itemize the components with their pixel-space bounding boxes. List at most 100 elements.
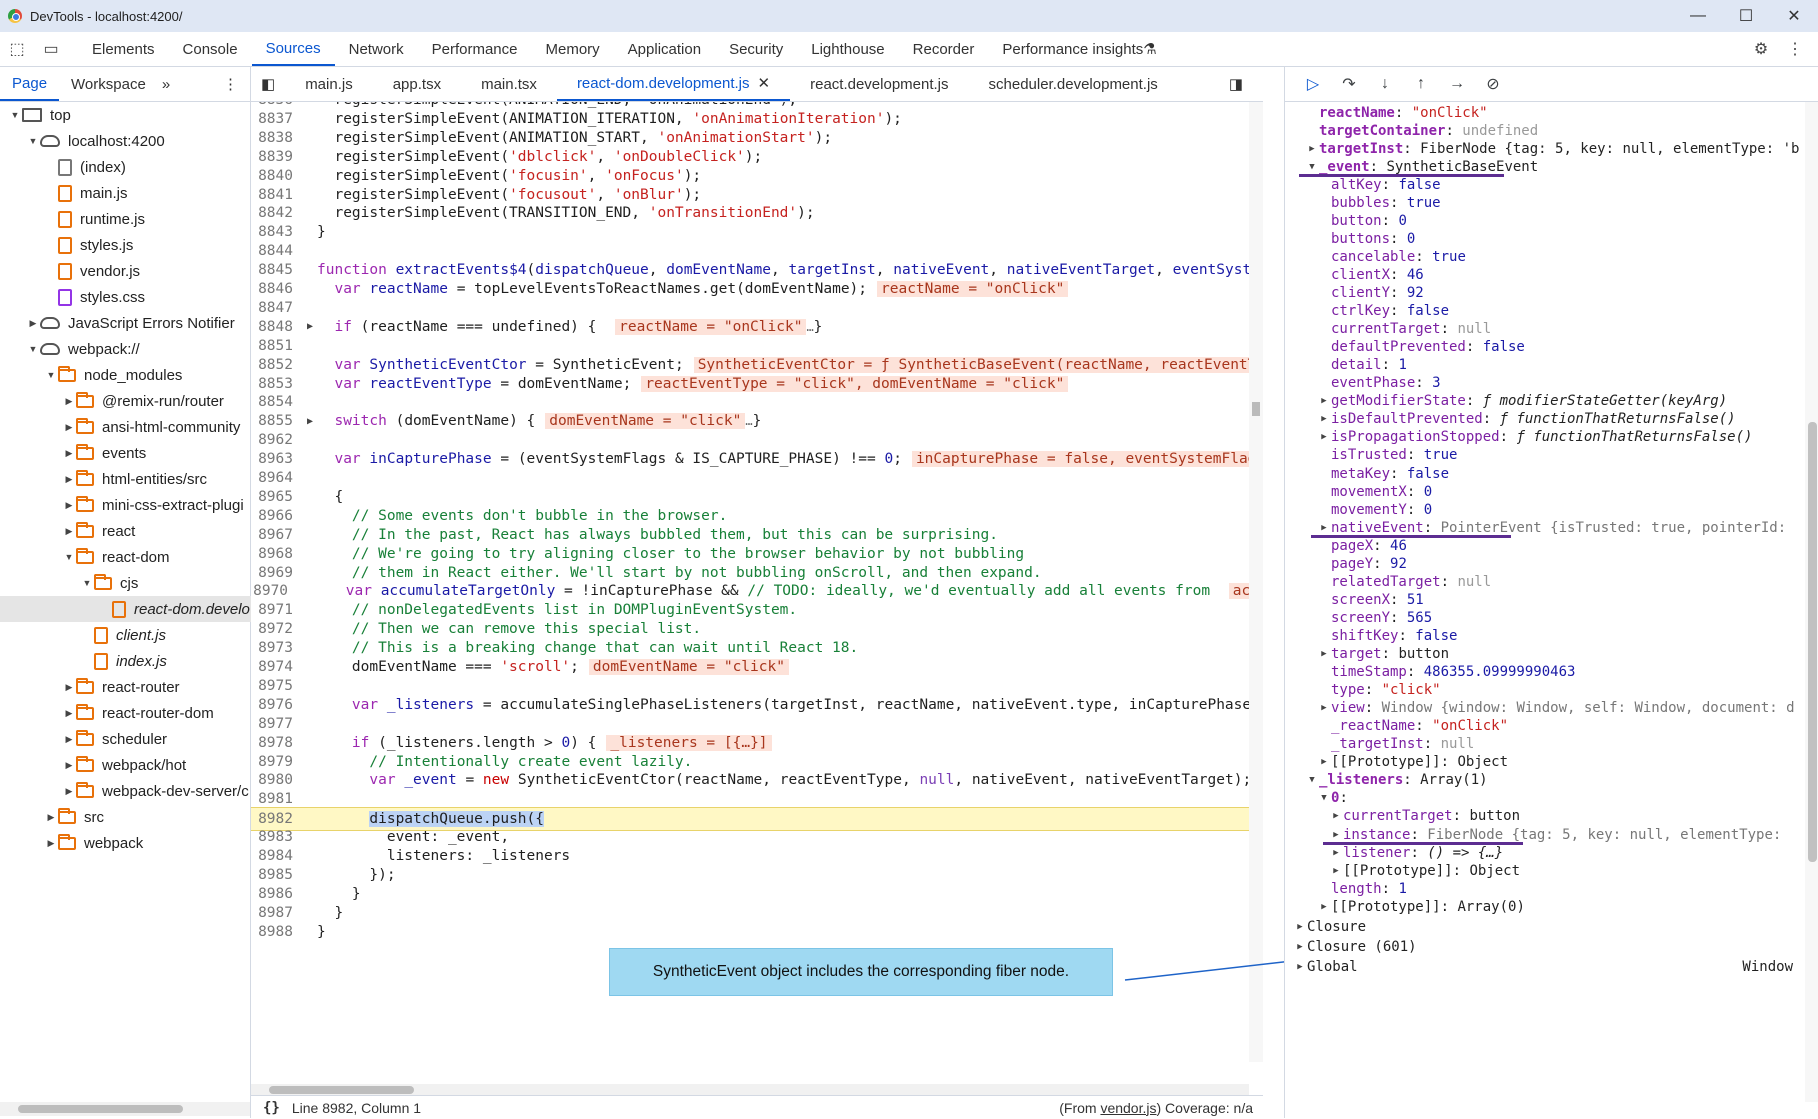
collapse-arrow-icon[interactable]: ▶: [29, 317, 37, 328]
scope-property-listener[interactable]: ▶listener: () => {…}: [1329, 842, 1503, 863]
tab-security[interactable]: Security: [729, 40, 784, 58]
scope-property-view[interactable]: ▶view: Window {window: Window, self: Win…: [1317, 698, 1794, 719]
step-out-icon[interactable]: ↑: [1417, 75, 1425, 92]
pretty-print-icon[interactable]: {}: [263, 1099, 280, 1116]
tab-elements[interactable]: Elements: [92, 40, 155, 58]
close-tab-icon[interactable]: ✕: [757, 75, 771, 92]
tab-recorder[interactable]: Recorder: [912, 40, 975, 58]
tree-item-runtime-js[interactable]: runtime.js: [0, 206, 294, 232]
line-number[interactable]: 8848: [258, 318, 293, 335]
line-number[interactable]: 8973: [258, 640, 293, 657]
navigator-scrollbar[interactable]: [0, 1102, 250, 1116]
tree-item-index[interactable]: (index): [0, 154, 294, 180]
step-into-icon[interactable]: ↓: [1381, 75, 1389, 92]
tree-item-styles-js[interactable]: styles.js: [0, 232, 294, 258]
collapsed-ellipsis[interactable]: …: [806, 319, 814, 334]
collapse-arrow-icon[interactable]: ▶: [47, 837, 55, 848]
line-number[interactable]: 8967: [258, 526, 293, 543]
fold-arrow-icon[interactable]: ▶: [307, 415, 314, 427]
collapse-arrow-icon[interactable]: ▶: [65, 759, 73, 770]
collapse-arrow-icon[interactable]: ▶: [65, 473, 73, 484]
tree-item-cjs[interactable]: ▼cjs: [0, 570, 330, 596]
source-link[interactable]: vendor.js: [1100, 1099, 1157, 1116]
tree-item-react-router[interactable]: ▶react-router: [0, 674, 312, 700]
device-toolbar-icon[interactable]: ▭: [43, 41, 59, 58]
code-view[interactable]: 8836 registerSimpleEvent(ANIMATION_END, …: [251, 102, 1263, 1084]
fold-arrow-icon[interactable]: ▶: [307, 321, 314, 333]
line-number[interactable]: 8974: [258, 659, 293, 675]
scope-section-closure-601[interactable]: ▶Closure (601): [1293, 936, 1793, 957]
line-number[interactable]: 8852: [258, 356, 293, 373]
close-icon[interactable]: ✕: [1787, 8, 1801, 25]
line-number[interactable]: 8988: [258, 923, 293, 940]
expand-arrow-icon[interactable]: ▼: [1321, 793, 1327, 804]
line-number[interactable]: 8964: [258, 470, 293, 486]
file-tab-react-dom-development-js[interactable]: react-dom.development.js✕: [556, 67, 791, 101]
collapsed-ellipsis[interactable]: …: [745, 414, 753, 429]
collapse-arrow-icon[interactable]: ▶: [1297, 961, 1303, 972]
tab-sources[interactable]: Sources: [251, 32, 335, 66]
tree-item-ansi-html-community[interactable]: ▶ansi-html-community: [0, 414, 312, 440]
line-number[interactable]: 8971: [258, 602, 293, 619]
file-tab-main-tsx[interactable]: main.tsx: [461, 67, 557, 101]
line-number[interactable]: 8972: [258, 621, 293, 638]
tree-item-webpack-dev-server-c[interactable]: ▶webpack-dev-server/c: [0, 778, 312, 804]
collapse-arrow-icon[interactable]: ▶: [1297, 921, 1303, 932]
line-number[interactable]: 8836: [251, 102, 307, 108]
tab-lighthouse[interactable]: Lighthouse: [811, 40, 885, 58]
line-number[interactable]: 8963: [258, 451, 293, 468]
maximize-icon[interactable]: ☐: [1738, 8, 1754, 25]
scope-property-currenttarget[interactable]: ▶currentTarget: button: [1329, 806, 1520, 827]
scope-property-0[interactable]: ▼0:: [1317, 788, 1348, 809]
tree-item-top[interactable]: ▼top: [0, 102, 258, 128]
collapse-arrow-icon[interactable]: ▶: [65, 395, 73, 406]
collapse-arrow-icon[interactable]: ▶: [47, 811, 55, 822]
scope-property-prototype[interactable]: ▶[[Prototype]]: Array(0): [1317, 896, 1525, 917]
collapse-arrow-icon[interactable]: ▶: [1321, 396, 1327, 407]
inspect-element-icon[interactable]: ⬚: [9, 41, 25, 58]
line-number[interactable]: 8978: [258, 734, 293, 751]
line-number[interactable]: 8842: [258, 205, 293, 222]
line-number[interactable]: 8838: [258, 129, 293, 146]
tab-page[interactable]: Page: [0, 67, 60, 101]
expand-arrow-icon[interactable]: ▼: [64, 552, 74, 562]
collapse-arrow-icon[interactable]: ▶: [1321, 901, 1327, 912]
tab-memory[interactable]: Memory: [545, 40, 600, 58]
line-number[interactable]: 8841: [258, 186, 293, 203]
collapse-arrow-icon[interactable]: ▶: [1333, 811, 1339, 822]
scope-property-targetinst[interactable]: ▶targetInst: FiberNode {tag: 5, key: nul…: [1305, 138, 1799, 159]
collapse-arrow-icon[interactable]: ▶: [1333, 847, 1339, 858]
scope-property-event[interactable]: ▼_event: SyntheticBaseEvent: [1305, 156, 1538, 177]
line-number[interactable]: 8837: [258, 110, 293, 127]
scope-section-closure[interactable]: ▶Closure: [1293, 916, 1793, 937]
scope-property-isdefaultprevented[interactable]: ▶isDefaultPrevented: ƒ functionThatRetur…: [1317, 409, 1735, 430]
tree-item-styles-css[interactable]: styles.css: [0, 284, 294, 310]
toggle-navigator-icon[interactable]: ◧: [261, 76, 276, 93]
scope-property-ispropagationstopped[interactable]: ▶isPropagationStopped: ƒ functionThatRet…: [1317, 427, 1752, 448]
toggle-debugger-icon[interactable]: ◨: [1228, 76, 1243, 93]
collapse-arrow-icon[interactable]: ▶: [1321, 703, 1327, 714]
expand-arrow-icon[interactable]: ▼: [1309, 775, 1315, 786]
tree-item-main-js[interactable]: main.js: [0, 180, 294, 206]
collapse-arrow-icon[interactable]: ▶: [1321, 432, 1327, 443]
collapse-arrow-icon[interactable]: ▶: [65, 785, 73, 796]
collapse-arrow-icon[interactable]: ▶: [65, 707, 73, 718]
line-number[interactable]: 8855: [258, 413, 293, 430]
line-number[interactable]: 8979: [258, 753, 293, 770]
collapse-arrow-icon[interactable]: ▶: [65, 733, 73, 744]
line-number[interactable]: 8977: [258, 715, 293, 732]
collapse-arrow-icon[interactable]: ▶: [1321, 414, 1327, 425]
minimize-icon[interactable]: —: [1690, 7, 1706, 24]
collapse-arrow-icon[interactable]: ▶: [1321, 522, 1327, 533]
collapse-arrow-icon[interactable]: ▶: [1309, 143, 1315, 154]
resume-icon[interactable]: ▷: [1306, 76, 1320, 93]
line-number[interactable]: 8982: [258, 811, 293, 828]
line-number[interactable]: 8985: [258, 866, 293, 883]
collapse-arrow-icon[interactable]: ▶: [1333, 865, 1339, 876]
scope-property-nativeevent[interactable]: ▶nativeEvent: PointerEvent {isTrusted: t…: [1317, 517, 1786, 538]
scope-property-listeners[interactable]: ▼_listeners: Array(1): [1305, 770, 1487, 791]
expand-arrow-icon[interactable]: ▼: [10, 110, 20, 120]
line-number[interactable]: 8983: [258, 829, 293, 846]
tree-item-webpack[interactable]: ▶webpack: [0, 830, 294, 856]
line-number[interactable]: 8840: [258, 167, 293, 184]
